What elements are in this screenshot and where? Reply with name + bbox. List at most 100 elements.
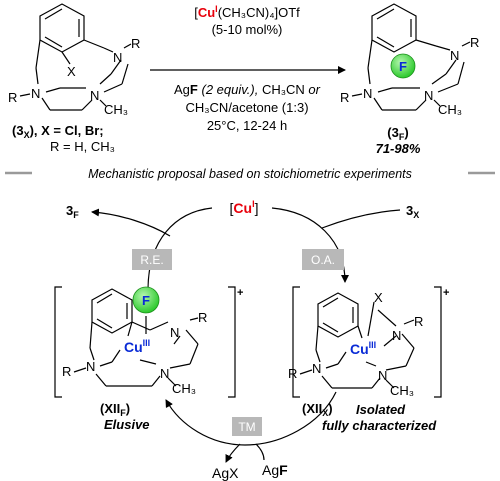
cycle-reagent-f: F [279, 462, 288, 478]
reagent-equiv: (2 equiv.), [198, 82, 258, 97]
divider-text: Mechanistic proposal based on stoichiome… [88, 167, 412, 181]
cycle-product-sub: F [73, 210, 79, 220]
reactant-n-bottom: N [90, 88, 99, 103]
product-n-left: N [363, 86, 372, 101]
catalyst-cu: Cu [198, 5, 215, 20]
cycle-substrate-main: 3 [406, 203, 413, 218]
reactant-r-top: R [131, 36, 140, 51]
right-complex-r-right: R [414, 314, 423, 329]
left-complex-n-right: N [170, 325, 179, 340]
step-tm-label: TM [238, 420, 255, 434]
right-complex-label-sub: X [322, 408, 328, 418]
product-r-left: R [340, 90, 349, 105]
left-complex-f-label: F [142, 293, 150, 308]
right-complex-note-2: fully characterized [322, 418, 437, 433]
left-complex-f-ball [132, 286, 160, 314]
product-n-top: N [450, 48, 459, 63]
product-structure [351, 3, 471, 111]
reactant-n-left: N [31, 86, 40, 101]
product-f-ball [390, 53, 416, 79]
right-complex-label-close: ) [328, 401, 332, 416]
product-caption: (3F) [387, 125, 408, 142]
product-methyl: CH₃ [438, 102, 462, 117]
left-complex-note: Elusive [104, 417, 150, 432]
left-complex-label-sub: F [120, 408, 126, 418]
reagent-f: F [190, 82, 198, 97]
reaction-conditions: 25°C, 12-24 h [207, 118, 287, 133]
reagent-ag: Ag [174, 82, 190, 97]
left-complex-label-main: (XII [100, 401, 120, 416]
cycle-substrate-sub: X [413, 210, 419, 220]
reactant-n-top: N [113, 50, 122, 65]
cycle-catalyst-open: [ [230, 200, 234, 216]
arc-tm-agf [255, 443, 265, 461]
product-compound-number: (3 [387, 125, 399, 140]
arc-re-branch [91, 208, 171, 237]
right-complex-methyl: CH₃ [390, 383, 414, 398]
cycle-catalyst-close: ] [255, 200, 259, 216]
step-oa-label: O.A. [311, 253, 335, 267]
catalyst-bracket: [ [194, 5, 198, 20]
reactant-compound-number: (3 [12, 123, 24, 138]
left-complex-cu-ox: III [143, 338, 151, 348]
right-complex-n-right: N [392, 328, 401, 343]
reactant-compound-sub: X [24, 130, 30, 140]
right-complex-r-left: R [288, 366, 297, 381]
solvent-mix: CH₃CN/acetone (1:3) [185, 100, 308, 115]
left-complex-charge: + [237, 287, 243, 299]
left-complex-structure [73, 288, 199, 387]
left-complex-n-left: N [86, 359, 95, 374]
right-complex-x-label: X [374, 290, 383, 305]
right-complex-cu-symbol: Cu [350, 341, 369, 357]
arc-re [147, 207, 213, 291]
product-yield: 71-98% [376, 141, 421, 156]
right-complex-cu: CuIII [350, 340, 376, 357]
reactant-caption-line1: (3X), X = Cl, Br; [12, 123, 104, 140]
left-complex-brackets [54, 286, 236, 398]
right-complex-label: (XIIX) [302, 401, 333, 418]
catalyst-rest: (CH₃CN)₄]OTf [218, 5, 300, 20]
product-n-bottom: N [424, 88, 433, 103]
right-complex-charge: + [443, 287, 449, 299]
step-re-label: R.E. [140, 253, 163, 267]
right-complex-brackets [292, 286, 442, 398]
product-compound-rest: ) [404, 125, 408, 140]
catalyst-loading: (5-10 mol%) [212, 22, 283, 37]
cycle-catalyst: [CuI] [230, 199, 259, 216]
right-complex-label-main: (XII [302, 401, 322, 416]
left-complex-label-close: ) [126, 401, 130, 416]
product-compound-sub: F [399, 132, 405, 142]
arc-oa-branch [321, 209, 401, 229]
arc-tm-agx [225, 443, 241, 463]
cycle-byproduct: AgX [212, 465, 239, 481]
cycle-product-out: 3F [66, 203, 79, 220]
step-oa-box: O.A. [302, 249, 344, 270]
product-f-label: F [399, 59, 407, 74]
left-complex-methyl: CH₃ [172, 381, 196, 396]
reactant-r-definition: R = H, CH₃ [50, 139, 115, 154]
right-complex-n-left: N [312, 361, 321, 376]
cycle-reagent-ag: Ag [262, 462, 279, 478]
catalyst-oxidation: I [215, 4, 218, 14]
left-complex-label: (XIIF) [100, 401, 130, 418]
arc-oa [271, 207, 349, 283]
product-r-top: R [470, 35, 479, 50]
reactant-x-label: X [67, 64, 76, 79]
left-complex-cu: CuIII [124, 338, 150, 355]
right-complex-note-1: Isolated [356, 402, 406, 417]
right-complex-n-bottom: N [378, 368, 387, 383]
left-complex-r-left: R [62, 364, 71, 379]
right-complex-structure [299, 292, 415, 389]
right-complex-cu-ox: III [369, 340, 377, 350]
cycle-catalyst-cu: Cu [233, 200, 252, 216]
reactant-r-left: R [8, 90, 17, 105]
step-re-box: R.E. [132, 249, 172, 270]
cycle-product-main: 3 [66, 203, 73, 218]
left-complex-cu-symbol: Cu [124, 339, 143, 355]
step-tm-box: TM [232, 417, 262, 436]
left-complex-n-bottom: N [160, 366, 169, 381]
arc-tm [165, 391, 337, 446]
catalyst-line: [CuI(CH₃CN)₄]OTf [194, 4, 300, 20]
reactant-compound-rest: ), X = Cl, Br; [30, 123, 104, 138]
